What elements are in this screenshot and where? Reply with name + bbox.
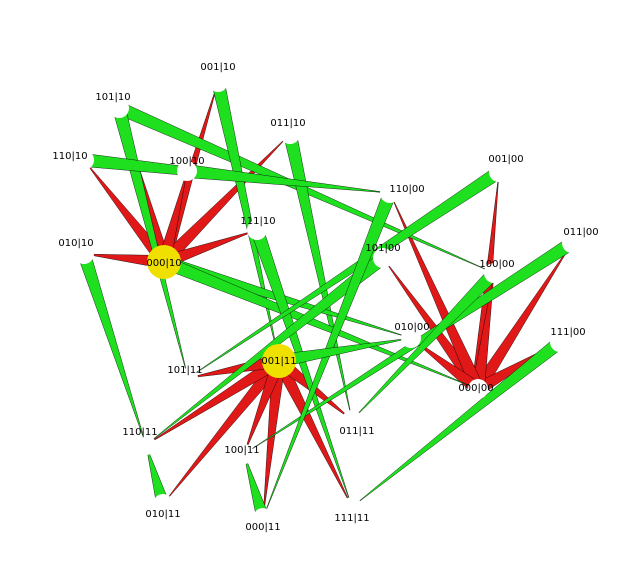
node-label-111-10: 111|10	[240, 216, 275, 227]
node-label-011-10: 011|10	[270, 118, 305, 129]
node-label-010-11: 010|11	[145, 509, 180, 520]
node-label-110-00: 110|00	[389, 184, 424, 195]
node-label-001-00: 001|00	[488, 154, 523, 165]
node-label-011-11: 011|11	[339, 426, 374, 437]
node-label-100-00: 100|00	[479, 259, 514, 270]
node-label-100-10: 100|10	[169, 156, 204, 167]
node-001-00	[489, 162, 509, 182]
node-label-000-11: 000|11	[245, 522, 280, 533]
node-100-10	[177, 161, 197, 181]
node-000-10	[147, 245, 181, 279]
node-110-10	[74, 150, 94, 170]
node-000-00	[468, 379, 488, 399]
node-101-00	[373, 248, 393, 268]
labels-layer: 001|10 101|10 011|10 110|10 100|10 001|00 110|…	[52, 62, 598, 533]
node-label-101-10: 101|10	[95, 92, 130, 103]
node-011-10	[280, 124, 300, 144]
edges-layer	[77, 80, 576, 521]
node-111-11	[342, 497, 362, 517]
node-label-010-00: 010|00	[394, 322, 429, 333]
node-010-11	[153, 494, 173, 514]
node-label-110-11: 110|11	[122, 427, 157, 438]
edge-100-10-to-110-00	[186, 164, 391, 194]
edge-010-10-to-110-11	[77, 251, 147, 446]
node-100-11	[234, 444, 254, 464]
node-001-10	[208, 72, 228, 92]
node-001-11	[262, 344, 296, 378]
node-label-100-11: 100|11	[224, 445, 259, 456]
node-label-101-11: 101|11	[167, 365, 202, 376]
node-label-101-00: 101|00	[365, 243, 400, 254]
node-101-10	[109, 98, 129, 118]
node-111-10	[247, 220, 267, 240]
node-010-00	[401, 328, 421, 348]
node-label-011-00: 011|00	[563, 227, 598, 238]
node-label-010-10: 010|10	[58, 238, 93, 249]
nodes-layer	[74, 72, 582, 528]
node-label-111-00: 111|00	[550, 327, 585, 338]
node-label-110-10: 110|10	[52, 151, 87, 162]
node-label-000-00: 000|00	[458, 383, 493, 394]
node-110-11	[136, 435, 156, 455]
node-111-00	[550, 332, 570, 352]
node-label-001-10: 001|10	[200, 62, 235, 73]
node-label-000-10: 000|10	[146, 258, 181, 269]
node-011-11	[342, 410, 362, 430]
node-101-11	[178, 368, 198, 388]
node-100-00	[484, 263, 504, 283]
node-011-00	[562, 233, 582, 253]
node-110-00	[380, 183, 400, 203]
node-010-10	[74, 244, 94, 264]
node-000-11	[253, 508, 273, 528]
node-label-001-11: 001|11	[261, 356, 296, 367]
node-label-111-11: 111|11	[334, 513, 369, 524]
